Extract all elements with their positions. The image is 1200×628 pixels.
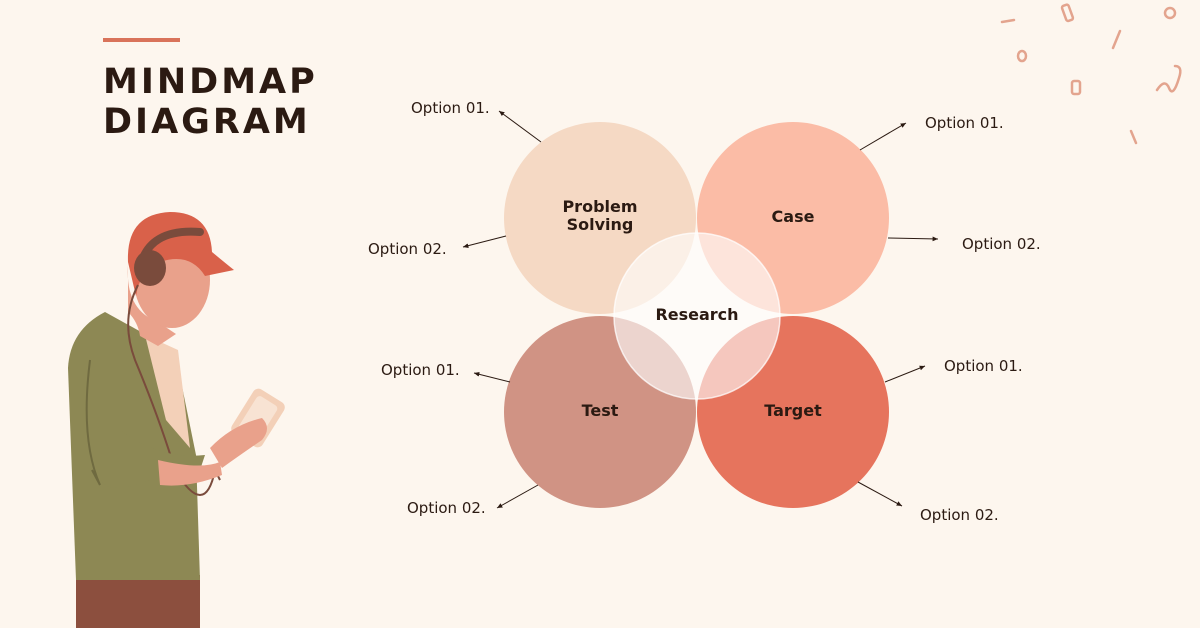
problem-solving-label-2: Solving <box>567 215 634 234</box>
person-illustration <box>68 212 285 628</box>
confetti-decoration <box>1000 3 1182 145</box>
title-line-1: MINDMAP <box>103 62 318 102</box>
title-accent-line <box>103 38 180 42</box>
arrow-case-option-01 <box>859 122 907 151</box>
arrow-target-option-01 <box>884 365 926 383</box>
arrow-target-option-02 <box>857 481 903 507</box>
case-option-01: Option 01. <box>925 114 1004 132</box>
problem-solving-label-1: Problem <box>562 197 637 216</box>
target-option-02: Option 02. <box>920 506 999 524</box>
arrow-case-option-02 <box>887 236 939 242</box>
problem-option-02: Option 02. <box>368 240 447 258</box>
problem-option-01: Option 01. <box>411 99 490 117</box>
title-line-2: DIAGRAM <box>103 102 311 142</box>
case-option-02: Option 02. <box>962 235 1041 253</box>
page-title: MINDMAP DIAGRAM <box>103 62 318 142</box>
option-arrows <box>462 110 939 509</box>
target-label: Target <box>764 401 822 420</box>
arrow-problem-option-02 <box>462 235 507 248</box>
arrow-test-option-01 <box>473 371 511 383</box>
research-label: Research <box>655 305 738 324</box>
target-option-01: Option 01. <box>944 357 1023 375</box>
arrow-problem-option-01 <box>498 110 542 143</box>
test-label: Test <box>582 401 619 420</box>
test-option-02: Option 02. <box>407 499 486 517</box>
arrow-test-option-02 <box>496 484 539 509</box>
case-label: Case <box>772 207 815 226</box>
test-option-01: Option 01. <box>381 361 460 379</box>
research-center-circle <box>613 232 781 400</box>
